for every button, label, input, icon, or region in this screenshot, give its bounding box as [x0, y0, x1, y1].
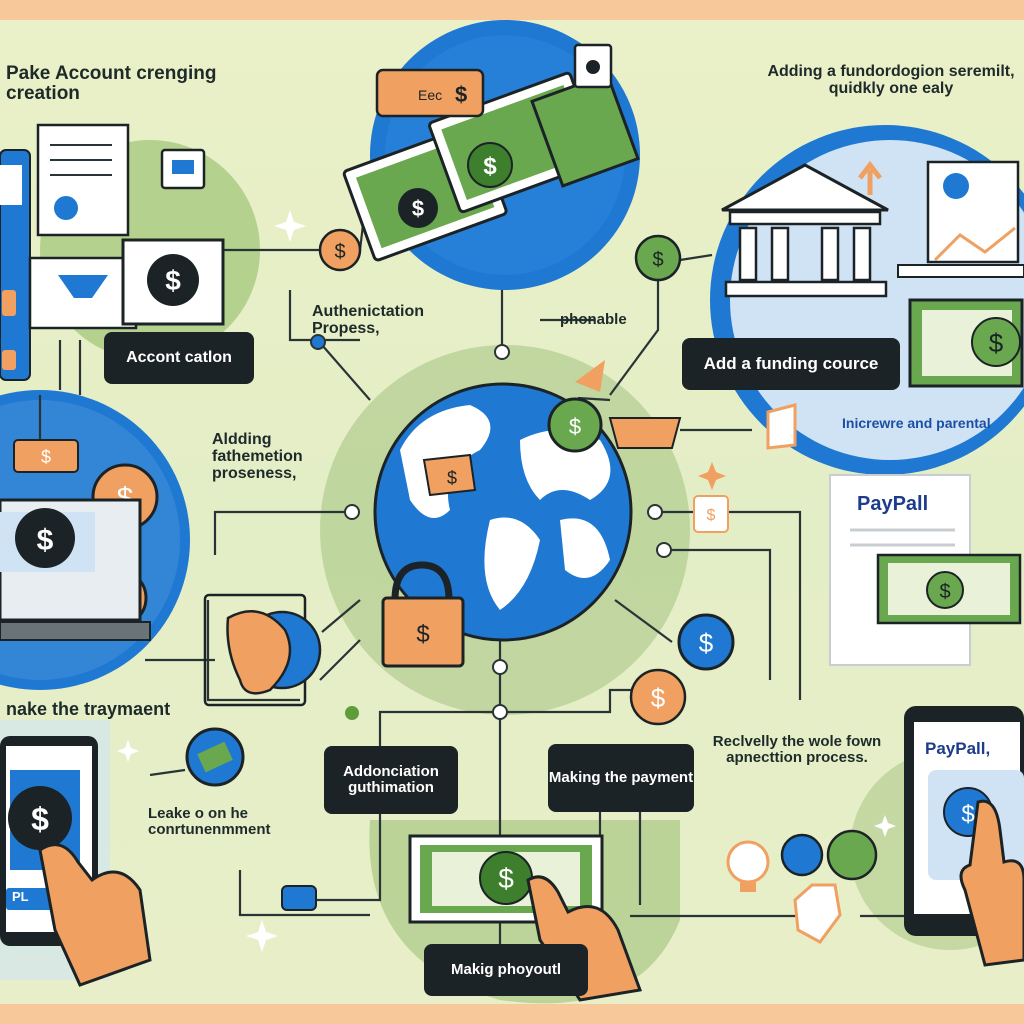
svg-text:$: $ [334, 241, 345, 263]
payout-label: Makig phoyoutl [424, 944, 588, 996]
monitor-icon: $ [28, 148, 225, 330]
document-icon [36, 123, 130, 237]
tag-text: Eec [418, 87, 442, 103]
paypal-document-title: PayPall [857, 493, 929, 515]
svg-text:$: $ [989, 328, 1004, 358]
link-chip [281, 885, 317, 911]
make-payment-heading: nake the traymaent [6, 699, 171, 719]
funding-heading: Adding a fundordogion seremilt, quidkly … [767, 63, 1015, 97]
svg-text:$: $ [416, 621, 429, 648]
svg-text:$: $ [651, 683, 666, 713]
svg-text:$: $ [498, 863, 514, 894]
authentication-process-text: Authenictation Propess, [312, 303, 424, 337]
price-tag: Eec $ [375, 43, 613, 118]
svg-text:$: $ [412, 196, 424, 221]
making-payment-label: Making the payment [548, 744, 694, 812]
svg-text:$: $ [165, 265, 181, 296]
funding-source-label: Add a funding cource [682, 338, 900, 390]
adding-authentication-text: Aldding fathemetion proseness, [212, 431, 303, 482]
svg-text:$: $ [939, 581, 950, 603]
handshake-icon [203, 593, 322, 707]
shield-icon: $ [693, 403, 842, 944]
svg-text:$: $ [455, 82, 467, 107]
interwave-text: Inicrewre and parental [842, 415, 991, 431]
authentication-label: Addonciation guthimation [324, 746, 458, 814]
bank-icon [721, 160, 889, 298]
document-icon: $ [829, 474, 1022, 666]
document-icon: $ [897, 160, 1024, 388]
lock-icon: $ [381, 561, 465, 668]
paypal-phone-title: PayPall, [925, 739, 991, 758]
globe-icon: $ $ [373, 360, 682, 642]
lightbulb-icon [726, 840, 770, 892]
svg-text:$: $ [961, 801, 974, 828]
phonable-text: phonable [560, 311, 627, 328]
junction-dots [310, 334, 672, 720]
pointing-hand-icon [38, 799, 1024, 1002]
svg-text:$: $ [652, 249, 663, 271]
account-creation-heading: Pake Account crenging creation [6, 63, 217, 104]
leave-confirmation-text: Leake o on he conrtunenmment [148, 805, 271, 838]
phone-button-label: PL [12, 889, 29, 904]
svg-text:$: $ [707, 507, 716, 524]
calculator-icon [0, 149, 31, 381]
laptop-icon: $ $ [0, 439, 151, 641]
svg-text:$: $ [37, 524, 54, 557]
svg-text:$: $ [699, 628, 714, 658]
svg-text:$: $ [483, 153, 497, 180]
account-creation-label: Accont catlon [104, 332, 254, 384]
svg-text:$: $ [31, 801, 49, 837]
svg-text:$: $ [569, 414, 581, 439]
sparkle-icon [117, 210, 896, 952]
svg-text:$: $ [41, 447, 51, 467]
receive-process-text: Reclvelly the wole fown apnecttion proce… [712, 733, 882, 766]
svg-text:$: $ [447, 468, 457, 488]
